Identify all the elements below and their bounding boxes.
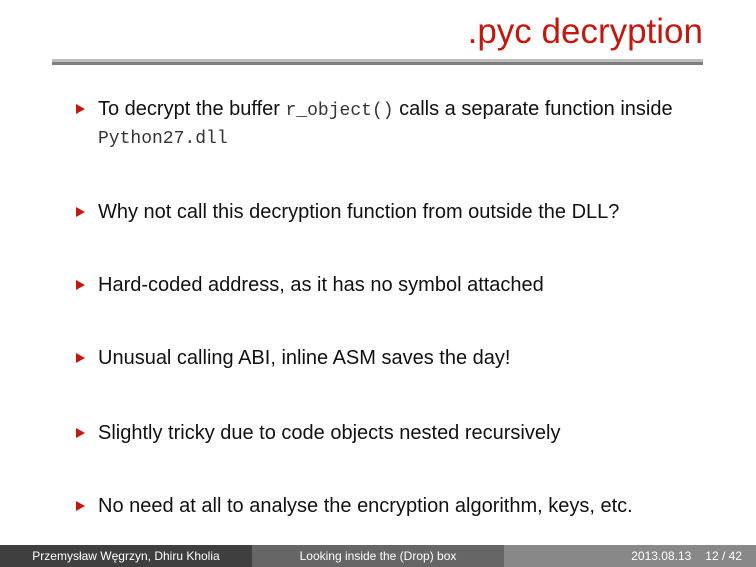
title-rule (52, 59, 703, 65)
bullet-item: No need at all to analyse the encryption… (76, 493, 738, 519)
code-r-object: r_object() (285, 101, 394, 121)
slide-title: .pyc decryption (467, 12, 703, 51)
text: calls a separate function inside (393, 98, 673, 120)
triangle-bullet-icon (76, 501, 85, 511)
footer-page-number: 12 / 42 (705, 549, 742, 563)
code-python27-dll: Python27.dll (98, 129, 228, 149)
footer-date: 2013.08.13 (631, 549, 692, 563)
bullet-item: Hard-coded address, as it has no symbol … (76, 272, 718, 298)
bullet-item: Slightly tricky due to code objects nest… (76, 420, 718, 446)
triangle-bullet-icon (76, 428, 85, 438)
text: No need at all to analyse the encryption… (98, 495, 633, 517)
triangle-bullet-icon (76, 104, 85, 114)
triangle-bullet-icon (76, 353, 85, 363)
footer-date-page: 2013.08.13 12 / 42 (504, 545, 756, 567)
triangle-bullet-icon (76, 280, 85, 290)
bullet-item: Unusual calling ABI, inline ASM saves th… (76, 345, 718, 371)
triangle-bullet-icon (76, 207, 85, 217)
bullet-item: Why not call this decryption function fr… (76, 199, 718, 225)
bullet-item: To decrypt the buffer r_object() calls a… (76, 96, 718, 152)
text: Why not call this decryption function fr… (98, 201, 620, 223)
text: Unusual calling ABI, inline ASM saves th… (98, 347, 511, 369)
footer-authors: Przemysław Węgrzyn, Dhiru Kholia (0, 545, 252, 567)
footer: Przemysław Węgrzyn, Dhiru Kholia Looking… (0, 545, 756, 567)
text: To decrypt the buffer (98, 98, 286, 120)
text: Slightly tricky due to code objects nest… (98, 422, 561, 444)
footer-talk-title: Looking inside the (Drop) box (252, 545, 504, 567)
text: Hard-coded address, as it has no symbol … (98, 274, 544, 296)
